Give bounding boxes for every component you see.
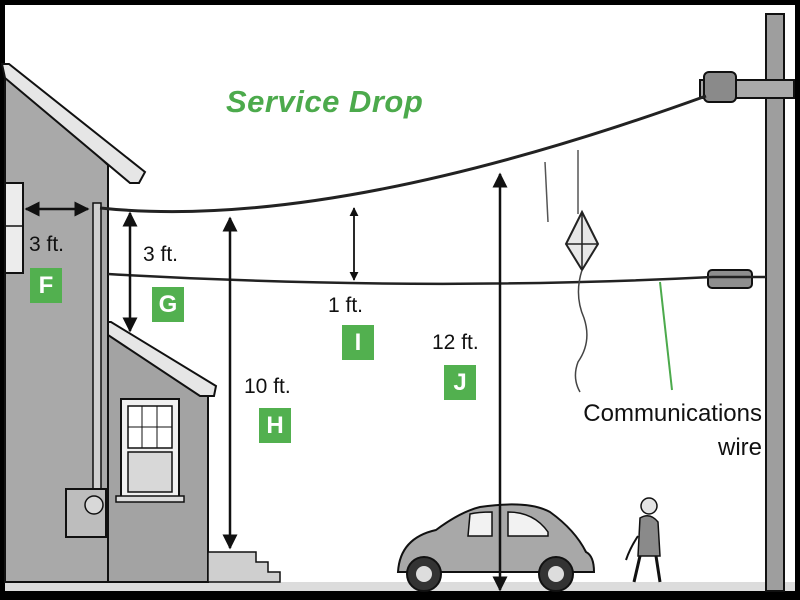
service-mast [92,202,102,501]
kite-tail [574,269,588,393]
lower-window [115,398,185,503]
badge-i: I [342,325,374,360]
badge-g: G [152,287,184,322]
electric-meter [65,488,107,538]
pole-insulator [703,71,737,103]
comm-wire-label-line1: Communications [583,400,762,427]
badge-h: H [259,408,291,443]
diagram-title: Service Drop [226,84,424,119]
comm-terminal-box [707,269,753,289]
dimension-label-g: 3 ft. [143,243,179,266]
comm-wire-label: Communications wire [552,397,762,465]
upper-roof-eave [0,63,147,184]
dimension-label-i: 1 ft. [328,294,364,317]
badge-j: J [444,365,476,400]
dimension-label-j: 12 ft. [432,331,479,354]
badge-f: F [30,268,62,303]
service-drop-wire [99,94,707,214]
person [625,497,662,583]
utility-pole [699,13,795,592]
comm-wire-label-line2: wire [717,434,762,461]
dimension-label-h: 10 ft. [244,375,291,398]
house [0,63,281,583]
entry-steps [207,551,281,583]
upper-window [4,182,24,274]
comm-wire-leader-line [659,281,673,391]
kite [544,150,600,393]
lower-roof-eave [107,321,218,397]
ground [5,582,795,591]
dimension-label-f: 3 ft. [29,233,65,256]
communications-wire [107,272,713,286]
